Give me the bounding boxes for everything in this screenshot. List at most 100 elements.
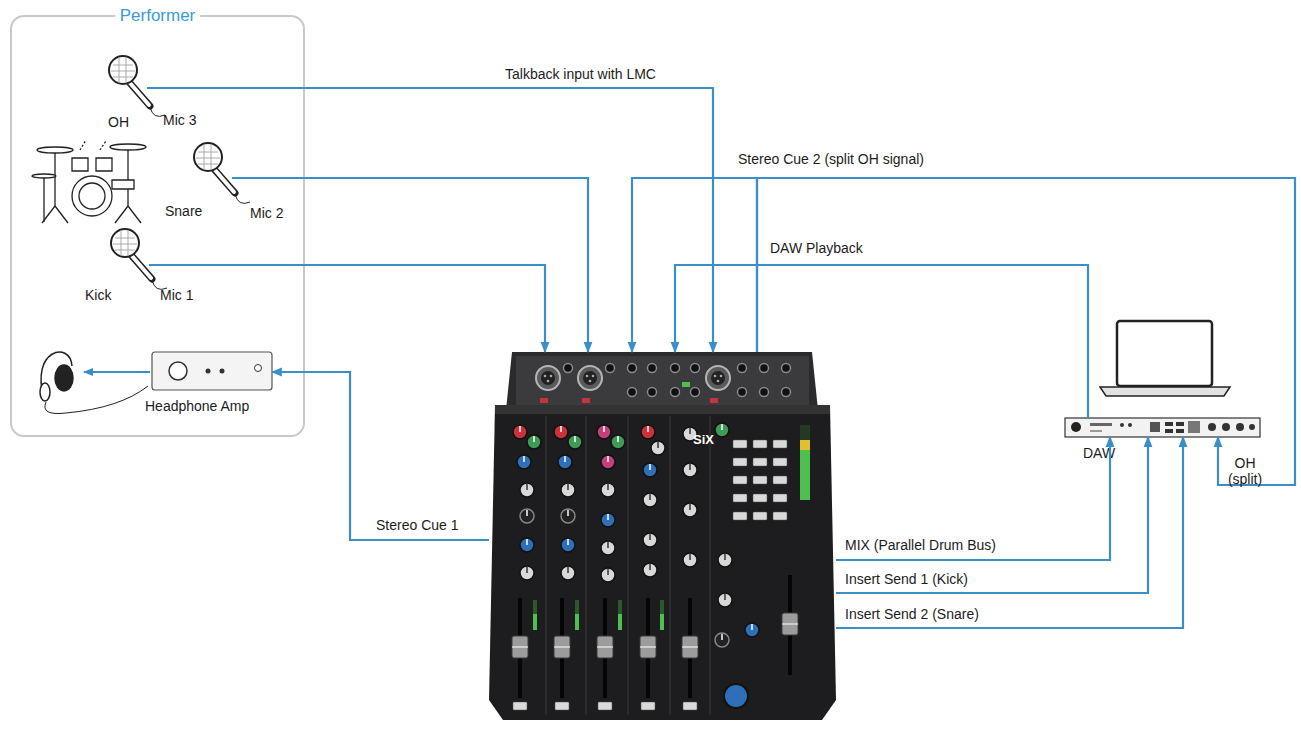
headphones-illustration xyxy=(45,386,148,414)
drum-kit-illustration xyxy=(72,158,112,171)
signal-connector xyxy=(757,178,1295,485)
mixing-console-illustration xyxy=(733,512,747,520)
audio-interface-illustration xyxy=(1188,421,1200,433)
mixing-console-illustration xyxy=(683,553,697,567)
headphones-illustration xyxy=(55,365,73,391)
mixing-console-illustration xyxy=(733,476,747,484)
headphone-amp-illustration xyxy=(152,352,272,390)
signal-label: DAW Playback xyxy=(770,240,863,256)
headphone-amp-illustration xyxy=(255,365,262,372)
drum-kit-illustration xyxy=(72,176,112,216)
drum-kit-illustration xyxy=(32,174,56,178)
signal-label: MIX (Parallel Drum Bus) xyxy=(845,537,996,553)
mixing-console-illustration xyxy=(738,388,747,397)
drum-kit-illustration xyxy=(127,150,128,206)
signal-connector xyxy=(675,265,1088,418)
audio-interface-illustration xyxy=(1176,422,1184,426)
microphone-icon xyxy=(194,143,250,203)
console-logo: SiX xyxy=(693,432,714,448)
mixing-console-illustration xyxy=(643,463,657,477)
daw-interface-node: DAW xyxy=(1065,418,1260,437)
mixing-console-illustration xyxy=(760,388,769,397)
mixing-console-illustration xyxy=(733,458,747,466)
mixing-console-illustration xyxy=(520,509,534,523)
mixing-console-illustration xyxy=(601,568,615,582)
mixing-console-illustration xyxy=(671,388,680,397)
signal-connector xyxy=(272,372,489,540)
mixing-console-illustration xyxy=(782,388,791,397)
mixing-console-illustration xyxy=(715,423,729,437)
mixing-console-illustration xyxy=(597,425,611,439)
mixing-console-illustration xyxy=(601,483,615,497)
signal-label: Stereo Cue 1 xyxy=(376,517,459,533)
mixing-console-illustration xyxy=(724,684,748,708)
laptop-illustration xyxy=(1117,321,1212,386)
audio-interface-illustration xyxy=(1065,418,1260,437)
drum-kit-illustration xyxy=(43,178,44,222)
mixing-console-node: SiX xyxy=(489,352,836,720)
performer-area: PerformerOHMic 3SnareMic 2KickMic 1Headp… xyxy=(10,15,305,437)
audio-interface-illustration xyxy=(1150,422,1160,432)
mixing-console-illustration xyxy=(568,435,582,449)
headphone-amp-illustration xyxy=(169,362,187,380)
mixing-console-illustration xyxy=(641,425,655,439)
mixing-console-illustration xyxy=(520,538,534,552)
mixing-console-illustration xyxy=(495,405,830,414)
mixing-console-illustration xyxy=(706,366,730,390)
mixing-console-illustration xyxy=(536,366,560,390)
mixing-console-illustration xyxy=(683,702,697,710)
mixing-console-illustration xyxy=(575,600,579,630)
mixing-console-illustration xyxy=(651,441,665,455)
mixing-console-illustration xyxy=(683,503,697,517)
audio-interface-illustration xyxy=(1222,423,1230,431)
signal-connector xyxy=(149,265,545,352)
drum-kit-illustration xyxy=(32,140,146,223)
microphone-icon xyxy=(111,229,167,289)
mixing-console-illustration xyxy=(773,494,787,502)
mixing-console-illustration xyxy=(527,435,541,449)
microphone-node: OHMic 3 xyxy=(107,54,147,94)
mixing-console-illustration xyxy=(710,398,718,403)
mixing-console-illustration xyxy=(753,476,767,484)
mixing-console-illustration xyxy=(506,352,818,410)
signal-connector xyxy=(836,437,1110,560)
mixing-console-illustration xyxy=(640,598,656,698)
mixing-console-illustration xyxy=(648,364,657,373)
audio-interface-illustration xyxy=(1065,418,1260,437)
mic-number: Mic 2 xyxy=(250,205,283,221)
mixing-console-illustration xyxy=(601,541,615,555)
mic-number: Mic 1 xyxy=(160,287,193,303)
signal-connector xyxy=(232,178,588,352)
mixing-console-illustration xyxy=(753,440,767,448)
drum-kit-illustration xyxy=(79,183,105,209)
drum-kit-illustration xyxy=(54,153,55,206)
headphone-amp-illustration xyxy=(206,369,211,374)
mixing-console-illustration xyxy=(745,623,759,637)
drum-kit-illustration xyxy=(110,144,146,150)
mixing-console-illustration xyxy=(513,702,527,710)
audio-interface-illustration xyxy=(1176,429,1184,433)
headphones-illustration xyxy=(40,383,50,401)
area-heading: Performer xyxy=(115,6,201,26)
mixing-console-illustration xyxy=(648,388,657,397)
mixing-console-illustration xyxy=(753,494,767,502)
mixing-console-illustration xyxy=(561,538,575,552)
mixing-console-illustration xyxy=(643,563,657,577)
mixing-console-illustration xyxy=(628,416,629,715)
signal-connector xyxy=(147,88,713,352)
audio-interface-illustration xyxy=(1236,423,1244,431)
mixing-console-illustration xyxy=(582,398,590,403)
microphone-icon xyxy=(109,56,165,116)
mixing-console-illustration xyxy=(601,455,615,469)
mixing-console-illustration xyxy=(546,416,547,715)
mixing-console-illustration xyxy=(682,598,698,698)
mixing-console-illustration xyxy=(489,352,836,720)
signal-connector xyxy=(836,437,1148,593)
signal-connector xyxy=(632,178,757,352)
mixing-console-illustration xyxy=(683,463,697,477)
mixing-console-illustration xyxy=(773,440,787,448)
mixing-console-illustration xyxy=(738,364,747,373)
audio-interface-illustration xyxy=(1249,424,1255,430)
